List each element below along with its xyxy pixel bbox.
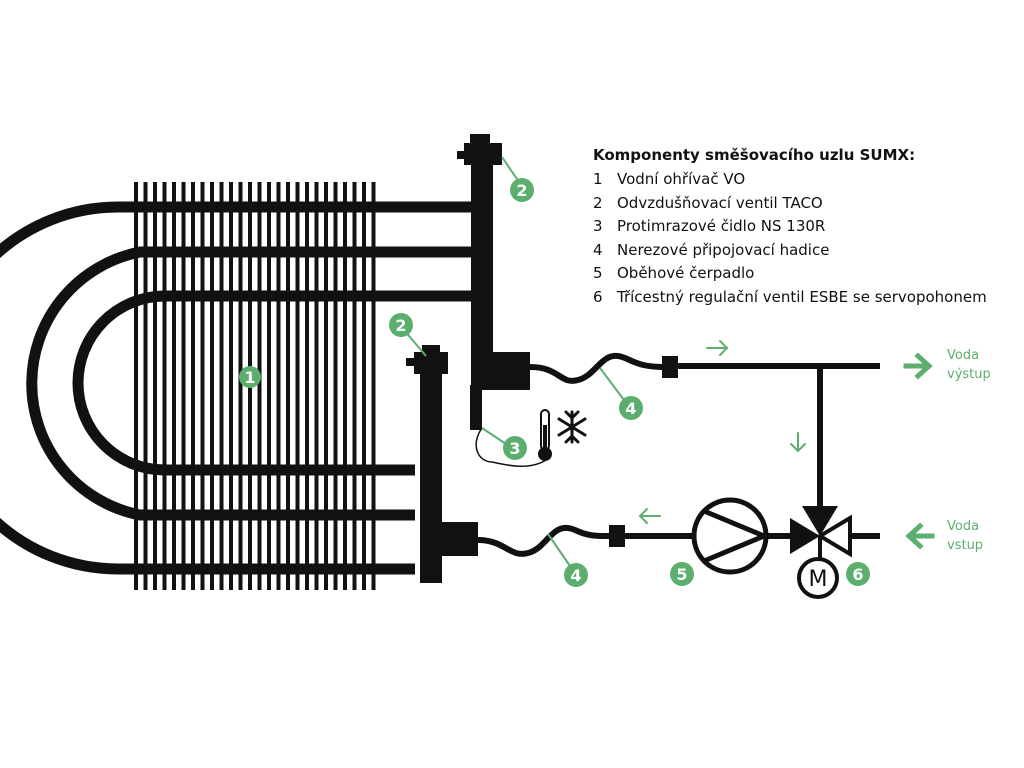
- flex-hoses: [477, 352, 666, 557]
- heater-coils: [0, 201, 475, 575]
- snowflake-icon: [557, 410, 587, 444]
- hose-bottom: [477, 524, 616, 557]
- legend-item-label: Nerezové připojovací hadice: [617, 240, 830, 259]
- component-legend: Komponenty směšovacího uzlu SUMX: 1 Vodn…: [593, 146, 987, 309]
- legend-item-number: 5: [593, 264, 603, 282]
- heater-fin: [371, 182, 376, 590]
- badge-valve: 6: [846, 562, 870, 586]
- heater-fin: [143, 182, 148, 590]
- arrow-right-icon: [706, 340, 729, 356]
- heater-fin: [362, 182, 366, 590]
- badge-vent-bottom: 2: [389, 313, 413, 337]
- legend-item-number: 1: [593, 170, 603, 188]
- svg-text:4: 4: [625, 399, 636, 418]
- inlet-label-line2: vstup: [947, 538, 984, 553]
- outlet-label-line1: Voda: [947, 348, 980, 363]
- svg-text:3: 3: [509, 439, 520, 458]
- svg-text:4: 4: [570, 566, 581, 585]
- legend-item-label: Odvzdušňovací ventil TACO: [617, 193, 823, 212]
- pump-icon: [691, 497, 771, 575]
- svg-text:5: 5: [676, 565, 687, 584]
- svg-text:6: 6: [852, 565, 863, 584]
- heater-fin: [314, 182, 319, 590]
- heater-fin: [191, 182, 195, 590]
- svg-text:2: 2: [516, 181, 527, 200]
- flow-direction-arrows: [638, 340, 806, 524]
- heater-fin: [162, 182, 167, 590]
- heater-fin: [352, 182, 357, 590]
- legend-title: Komponenty směšovacího uzlu SUMX:: [593, 146, 916, 164]
- arrow-down-icon: [790, 432, 806, 453]
- motor-symbol: M: [809, 567, 828, 592]
- upper-manifold: [457, 134, 530, 430]
- badge-pump: 5: [670, 562, 694, 586]
- heater-fin: [210, 182, 214, 590]
- badge-leaders: [403, 156, 625, 567]
- bold-flow-arrows: [903, 352, 935, 550]
- legend-item-label: Třícestný regulační ventil ESBE se servo…: [617, 287, 987, 306]
- legend-item-label: Protimrazové čidlo NS 130R: [617, 217, 826, 235]
- heater-fin: [181, 182, 186, 590]
- legend-item-number: 2: [593, 193, 603, 212]
- heater-fin: [324, 182, 328, 590]
- legend-item: 5 Oběhové čerpadlo: [593, 262, 987, 286]
- heater-fin: [257, 182, 262, 590]
- heater-fin: [343, 182, 347, 590]
- piping: [625, 363, 880, 539]
- inlet-arrow-icon: [905, 522, 935, 550]
- servo-motor: [797, 557, 839, 599]
- outlet-label-line2: výstup: [947, 367, 991, 382]
- legend-item-label: Vodní ohřívač VO: [617, 170, 746, 188]
- heater-fin: [172, 182, 176, 590]
- heater-fin: [238, 182, 243, 590]
- inlet-label-line1: Voda: [947, 519, 980, 534]
- heater-fin: [286, 182, 290, 590]
- badge-hose-top: 4: [619, 396, 643, 420]
- heater-fin: [219, 182, 224, 590]
- legend-item-label: Oběhové čerpadlo: [617, 264, 755, 282]
- heater-fin: [333, 182, 338, 590]
- heater-fin: [229, 182, 233, 590]
- badge-sensor: 3: [503, 436, 527, 460]
- lower-manifold: [406, 345, 478, 583]
- legend-item-number: 6: [593, 287, 603, 306]
- coil-outer: [0, 201, 475, 575]
- heater-fin: [305, 182, 309, 590]
- outlet-arrow-icon: [903, 352, 933, 380]
- legend-item: 2 Odvzdušňovací ventil TACO: [593, 192, 987, 216]
- legend-item-number: 3: [593, 217, 603, 235]
- heater-fin: [134, 182, 138, 590]
- hose-couplings: [609, 356, 678, 547]
- heater-fin: [200, 182, 205, 590]
- coil-middle: [26, 246, 475, 521]
- legend-item: 6 Třícestný regulační ventil ESBE se ser…: [593, 286, 987, 310]
- hose-top: [529, 352, 666, 384]
- inlet-label: Voda vstup: [947, 517, 983, 555]
- arrow-left-icon: [638, 508, 661, 524]
- legend-item: 1 Vodní ohřívač VO: [593, 168, 987, 192]
- legend-item: 3 Protimrazové čidlo NS 130R: [593, 215, 987, 239]
- outlet-label: Voda výstup: [947, 346, 991, 384]
- badge-hose-bottom: 4: [564, 563, 588, 587]
- heater-fin: [276, 182, 281, 590]
- frost-sensor: [475, 409, 552, 467]
- heater-fin: [153, 182, 157, 590]
- three-way-valve-icon: M: [790, 506, 852, 599]
- badge-heater: 1: [239, 366, 261, 388]
- badge-vent-top: 2: [510, 178, 534, 202]
- coil-inner: [72, 290, 475, 476]
- svg-text:1: 1: [244, 368, 255, 387]
- svg-text:2: 2: [395, 316, 406, 335]
- legend-item-number: 4: [593, 240, 603, 259]
- heater-fin: [295, 182, 300, 590]
- legend-item: 4 Nerezové připojovací hadice: [593, 239, 987, 263]
- heater-fin: [267, 182, 271, 590]
